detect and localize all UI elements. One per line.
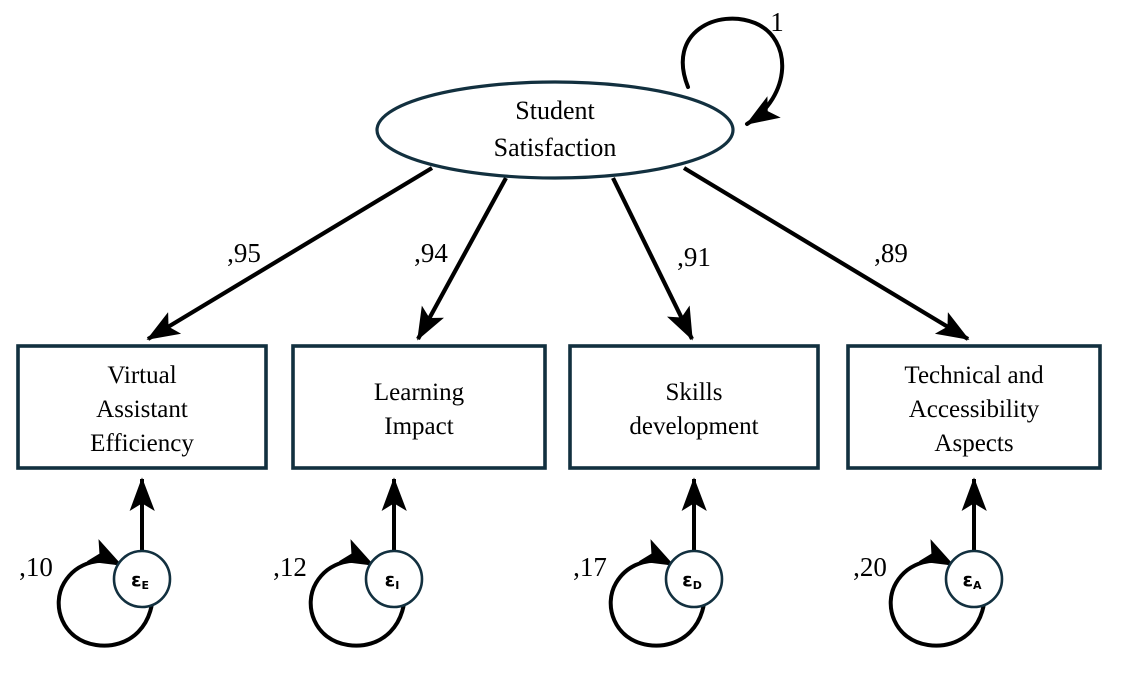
latent-variance-loop — [680, 16, 785, 126]
error-variance-loop-4 — [888, 539, 987, 648]
loading-paths — [146, 166, 970, 341]
error-variance-label-3: ,17 — [573, 552, 607, 582]
loading-label-4: ,89 — [874, 238, 908, 268]
error-variance-label-2: ,12 — [273, 552, 307, 582]
indicator-rect-3 — [568, 344, 820, 470]
loading-path-4 — [682, 166, 970, 341]
error-term-group-2[interactable]: εI ,12 — [273, 477, 424, 648]
error-circle-4 — [944, 549, 1004, 609]
loading-label-2: ,94 — [414, 238, 448, 268]
latent-label-line1: Student — [515, 96, 595, 125]
latent-label-line2: Satisfaction — [494, 133, 617, 162]
error-circle-3 — [664, 549, 724, 609]
indicator-label-3-line2: development — [629, 413, 758, 440]
loading-path-1 — [146, 166, 434, 341]
latent-ellipse-shape — [375, 80, 735, 180]
indicator-label-1-line3: Efficiency — [90, 430, 194, 457]
indicator-label-4-line1: Technical and — [904, 362, 1044, 389]
indicator-label-2-line1: Learning — [374, 379, 465, 406]
error-term-group-4[interactable]: εA ,20 — [853, 477, 1004, 648]
indicator-rect-1 — [16, 344, 268, 470]
indicator-label-4-line2: Accessibility — [909, 396, 1040, 423]
loading-label-1: ,95 — [227, 238, 261, 268]
error-symbol-2: εI — [385, 569, 400, 592]
indicator-label-4-line3: Aspects — [934, 430, 1013, 457]
latent-node-student-satisfaction[interactable]: Student Satisfaction — [375, 80, 735, 180]
indicator-rect-2 — [291, 344, 547, 470]
error-variance-label-1: ,10 — [19, 552, 53, 582]
error-circle-1 — [112, 549, 172, 609]
loading-path-2 — [416, 176, 508, 341]
latent-variance-label: 1 — [770, 7, 784, 37]
loading-path-3 — [611, 177, 694, 341]
error-variance-loop-1 — [56, 539, 155, 648]
error-term-group-3[interactable]: εD ,17 — [573, 477, 724, 648]
error-symbol-3: εD — [682, 569, 702, 592]
indicator-label-2-line2: Impact — [384, 413, 453, 440]
error-symbol-4: εA — [962, 569, 982, 592]
indicator-label-1-line1: Virtual — [107, 362, 176, 389]
error-variance-loop-2 — [308, 539, 407, 648]
indicator-box-virtual-assistant-efficiency[interactable]: Virtual Assistant Efficiency — [16, 344, 268, 470]
error-circle-2 — [364, 549, 424, 609]
error-symbol-1: εE — [131, 569, 149, 592]
indicator-box-technical-and-accessibility-aspects[interactable]: Technical and Accessibility Aspects — [846, 344, 1102, 470]
indicator-rect-4 — [846, 344, 1102, 470]
loading-label-3: ,91 — [677, 242, 711, 272]
error-term-group-1[interactable]: εE ,10 — [19, 477, 172, 648]
indicator-box-learning-impact[interactable]: Learning Impact — [291, 344, 547, 470]
error-variance-loop-3 — [608, 539, 707, 648]
indicator-label-3-line1: Skills — [666, 379, 723, 406]
indicator-label-1-line2: Assistant — [96, 396, 188, 423]
indicator-box-skills-development[interactable]: Skills development — [568, 344, 820, 470]
error-variance-label-4: ,20 — [853, 552, 887, 582]
